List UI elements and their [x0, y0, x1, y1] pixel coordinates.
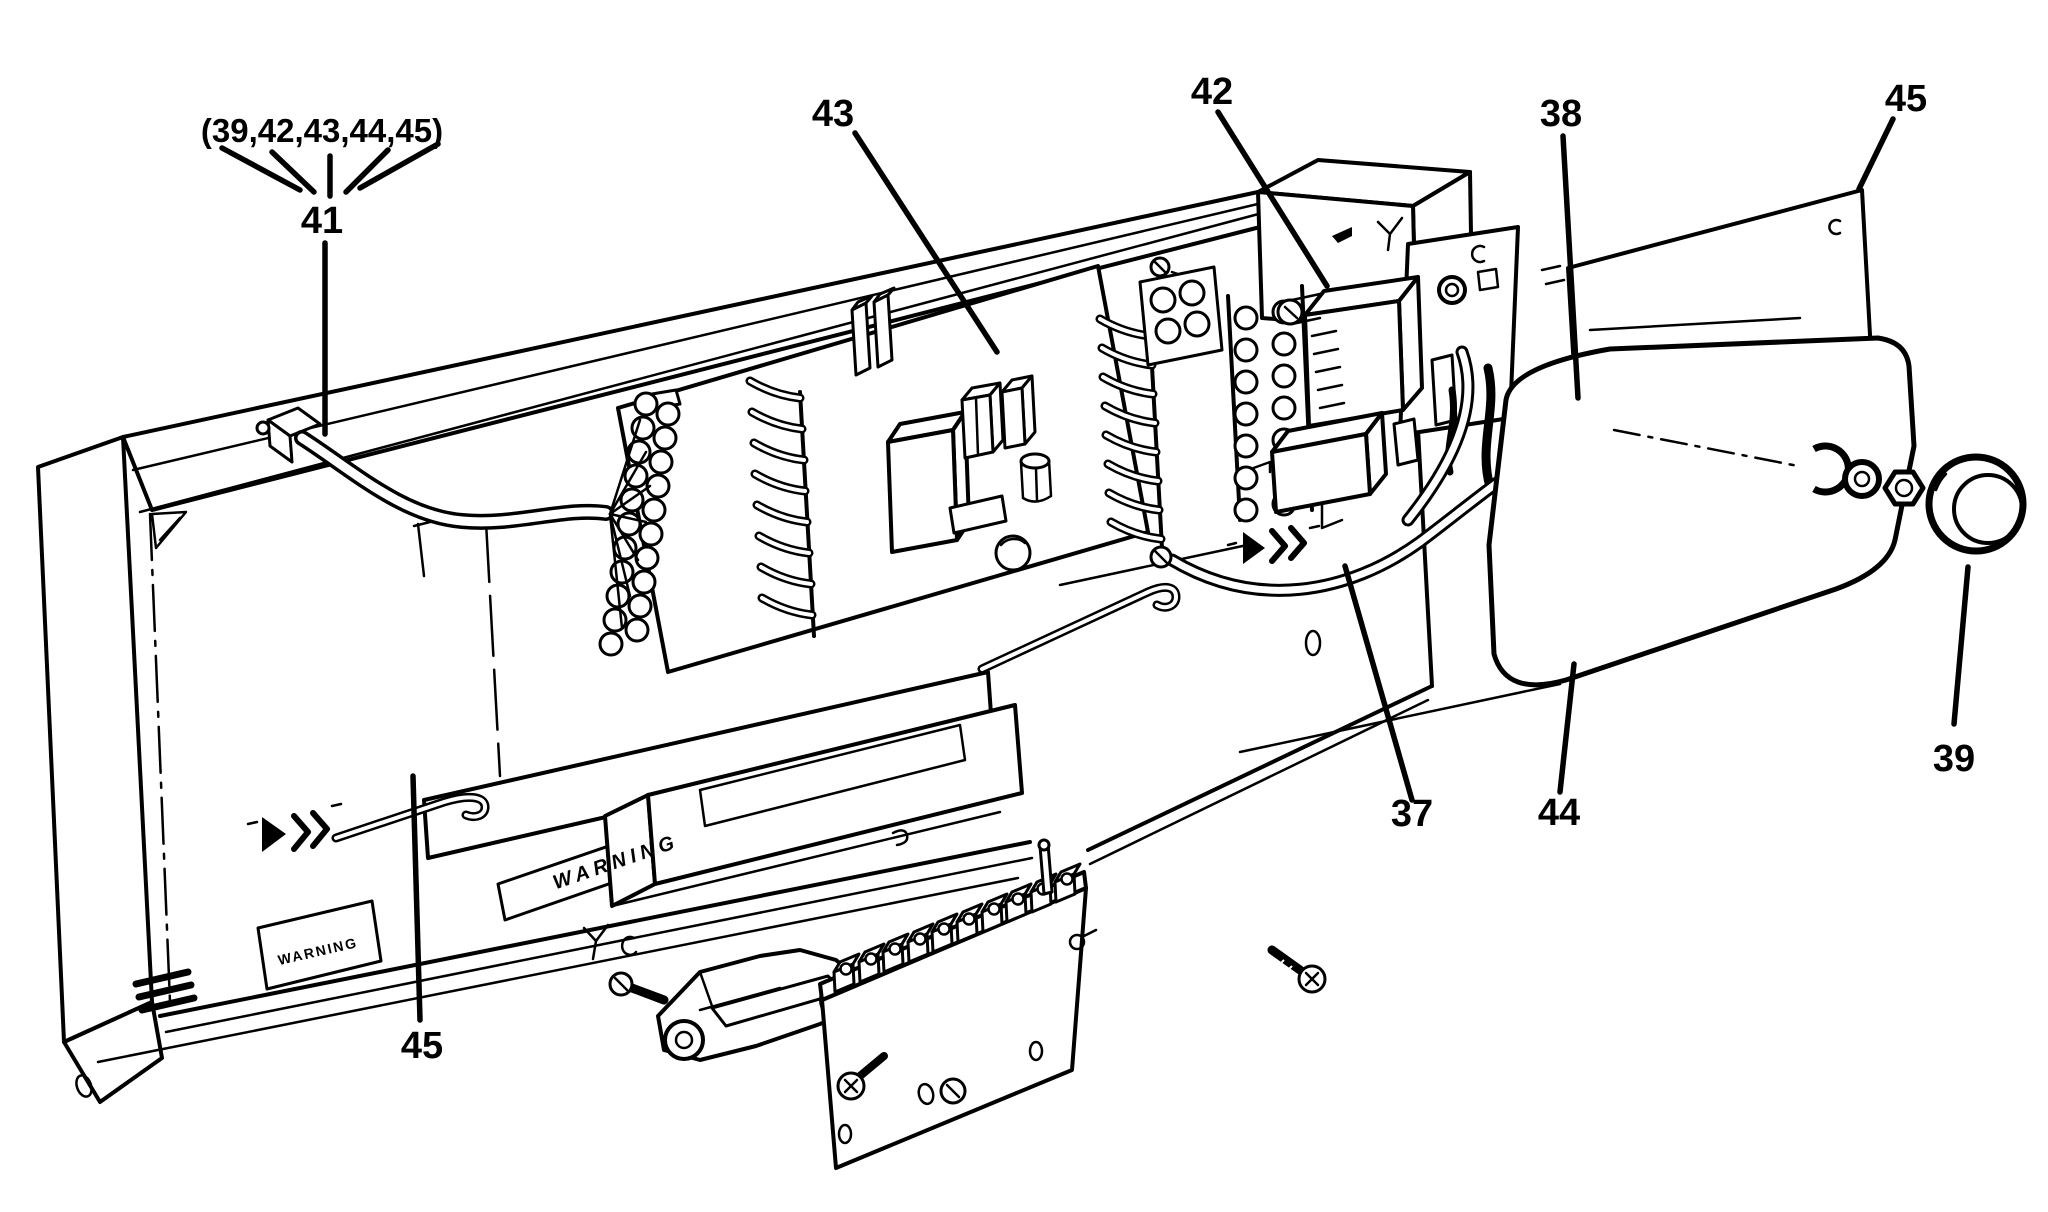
fan-wires [608, 418, 652, 630]
relay-box-lower [1270, 411, 1388, 514]
housing-left-face [36, 435, 154, 1044]
stamp-mark-c2 [620, 935, 638, 957]
terminal-plate [818, 838, 1098, 1170]
leader-45-bottom [410, 773, 423, 1023]
washer [1842, 459, 1882, 499]
group-ray-2 [269, 149, 317, 195]
leader-38 [1560, 133, 1581, 401]
component-box-2 [1000, 374, 1037, 450]
callout-38: 38 [1540, 93, 1582, 135]
trim-rod-right [977, 582, 1181, 674]
capacitor-upright [1019, 452, 1053, 503]
round-capacitor [994, 534, 1032, 572]
assembly-arrow-left-icon [246, 802, 343, 852]
inner-corner-seam [148, 512, 172, 1004]
callout-45-bottom: 45 [401, 1025, 443, 1067]
warning-label-lower [256, 899, 383, 991]
callout-39: 39 [1933, 738, 1975, 780]
knob-hardware [1612, 428, 2027, 555]
board-terminal-2 [1392, 417, 1420, 467]
bottom-assembly [608, 838, 1327, 1170]
component-box-1 [960, 381, 1005, 460]
wall-hole [1304, 629, 1322, 657]
screw-left [608, 971, 669, 1005]
relay-box [886, 410, 971, 554]
transformer-box [1276, 275, 1424, 428]
plate-hole-4 [1068, 933, 1086, 951]
leader-lines [219, 109, 1971, 1023]
leader-44 [1557, 661, 1577, 795]
circuit-board-43 [598, 256, 1202, 674]
lower-compartment [603, 703, 1024, 908]
black-wire-1 [1481, 363, 1496, 492]
stamp-mark-y [1376, 216, 1404, 252]
stamp-mark-flag [1332, 227, 1352, 243]
group-ray-1 [219, 145, 303, 193]
plug-connector [1138, 265, 1224, 367]
group-ray-5 [357, 141, 441, 191]
access-cover-44 [1486, 335, 1917, 688]
plate-hole-2 [837, 1123, 853, 1145]
callout-45-top: 45 [1885, 78, 1927, 120]
leader-42 [1215, 109, 1330, 289]
wire-harness [255, 406, 652, 630]
foot-hole [75, 1074, 93, 1098]
wire-connector-strip [598, 388, 682, 657]
hex-nut [1882, 469, 1926, 507]
callout-group-list: (39,42,43,44,45) [201, 112, 443, 149]
harness-connector [255, 406, 322, 464]
corner-gusset [150, 510, 188, 550]
component-pad [948, 494, 1008, 535]
plate-hole-1 [917, 1082, 935, 1106]
callout-37: 37 [1391, 793, 1433, 835]
callout-42: 42 [1191, 71, 1233, 113]
leader-39 [1951, 564, 1971, 727]
plate-screw-1 [836, 1052, 888, 1101]
callout-43: 43 [812, 93, 854, 135]
plate-hole-3 [1028, 1040, 1044, 1062]
stamp-mark-y2 [582, 923, 610, 961]
callout-41: 41 [301, 200, 343, 242]
slim-components [850, 286, 896, 377]
trim-rod-left [331, 792, 490, 843]
pcb-hole-c [1470, 244, 1486, 264]
group-ray-4 [343, 147, 391, 195]
housing-left-foot [62, 1000, 164, 1104]
screw-right [1267, 945, 1327, 994]
assembly-arrow-right-icon [1226, 524, 1321, 564]
leader-37 [1342, 563, 1415, 803]
leader-45-top [1856, 116, 1896, 192]
callout-44: 44 [1538, 792, 1580, 834]
leader-43 [852, 130, 1000, 355]
plate-hole [1828, 218, 1842, 236]
vent-grille [132, 968, 198, 1014]
centerline [1612, 428, 1800, 468]
